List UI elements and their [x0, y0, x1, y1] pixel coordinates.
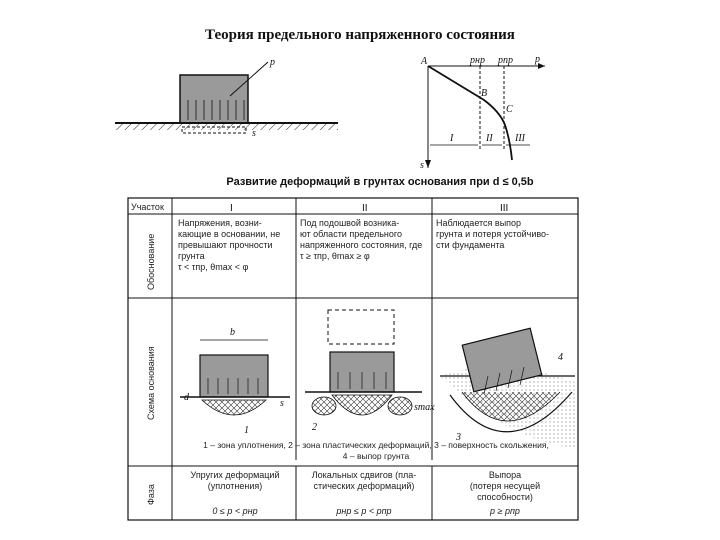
row-label-reason: Обоснование	[146, 233, 156, 290]
row-label-phase: Фаза	[146, 484, 156, 505]
col-header-label: Участок	[131, 202, 164, 212]
zone-label-4: 4	[558, 352, 563, 363]
col-header-1: I	[230, 203, 233, 214]
scheme-phase-3	[440, 327, 575, 448]
graph-point-a: A	[421, 56, 428, 67]
zone-1-label: I	[450, 133, 454, 144]
reason-1: Напряжения, возни- кающие в основании, н…	[178, 218, 281, 272]
graph-p-axis-label: p	[535, 54, 540, 65]
phase-1-condition: 0 ≤ p < pнр	[212, 506, 258, 516]
page-title: Теория предельного напряженного состояни…	[205, 27, 515, 43]
graph-point-c: C	[506, 104, 513, 115]
p-pr-label: pпр	[498, 55, 513, 66]
settlement-outline	[181, 126, 247, 134]
col-header-3: III	[500, 203, 509, 214]
phase-1: Упругих деформаций (уплотнения)	[190, 470, 280, 491]
zone-2-label: II	[486, 133, 493, 144]
phase-3: Выпора (потеря несущей способности)	[469, 470, 541, 502]
row-label-scheme: Схема основания	[146, 346, 156, 420]
foundation-block	[179, 74, 249, 124]
foundation-sketch	[115, 61, 338, 134]
col-header-2: II	[362, 203, 368, 214]
reason-3: Наблюдается выпор грунта и потеря устойч…	[436, 218, 550, 250]
depth-d-label: d	[184, 392, 189, 403]
p-s-curve	[427, 65, 513, 161]
zone-label-1a: 1	[244, 425, 249, 436]
width-b-label: b	[230, 327, 235, 338]
smax-label: smax	[414, 402, 435, 413]
phase-2-condition: pнр ≤ p < pпр	[336, 506, 392, 516]
load-label: p	[270, 57, 275, 68]
reason-2: Под подошвой возника- ют области предель…	[300, 218, 423, 261]
load-settlement-graph	[425, 63, 545, 168]
ground-hatch	[115, 124, 338, 130]
phase-3-condition: p ≥ pпр	[490, 506, 520, 516]
table-grid	[127, 197, 579, 521]
load-arrow	[229, 61, 269, 97]
settlement-s-label: s	[280, 398, 284, 409]
table-heading: Развитие деформаций в грунтах основания …	[226, 176, 534, 188]
zone-3-label: III	[515, 133, 525, 144]
scheme-legend: 1 – зона уплотнения, 2 – зона пластическ…	[203, 440, 549, 461]
p-nr-label: pнр	[470, 55, 485, 66]
phase-2: Локальных сдвигов (пла- стических деформ…	[311, 470, 417, 491]
scheme-phase-2	[305, 309, 422, 416]
scheme-phase-1	[180, 339, 290, 416]
graph-s-axis-label: s	[420, 160, 424, 171]
zone-label-3: 3	[456, 432, 461, 443]
graph-point-b: B	[481, 88, 488, 99]
settlement-label: s	[252, 128, 256, 139]
zone-label-2: 2	[312, 422, 317, 433]
